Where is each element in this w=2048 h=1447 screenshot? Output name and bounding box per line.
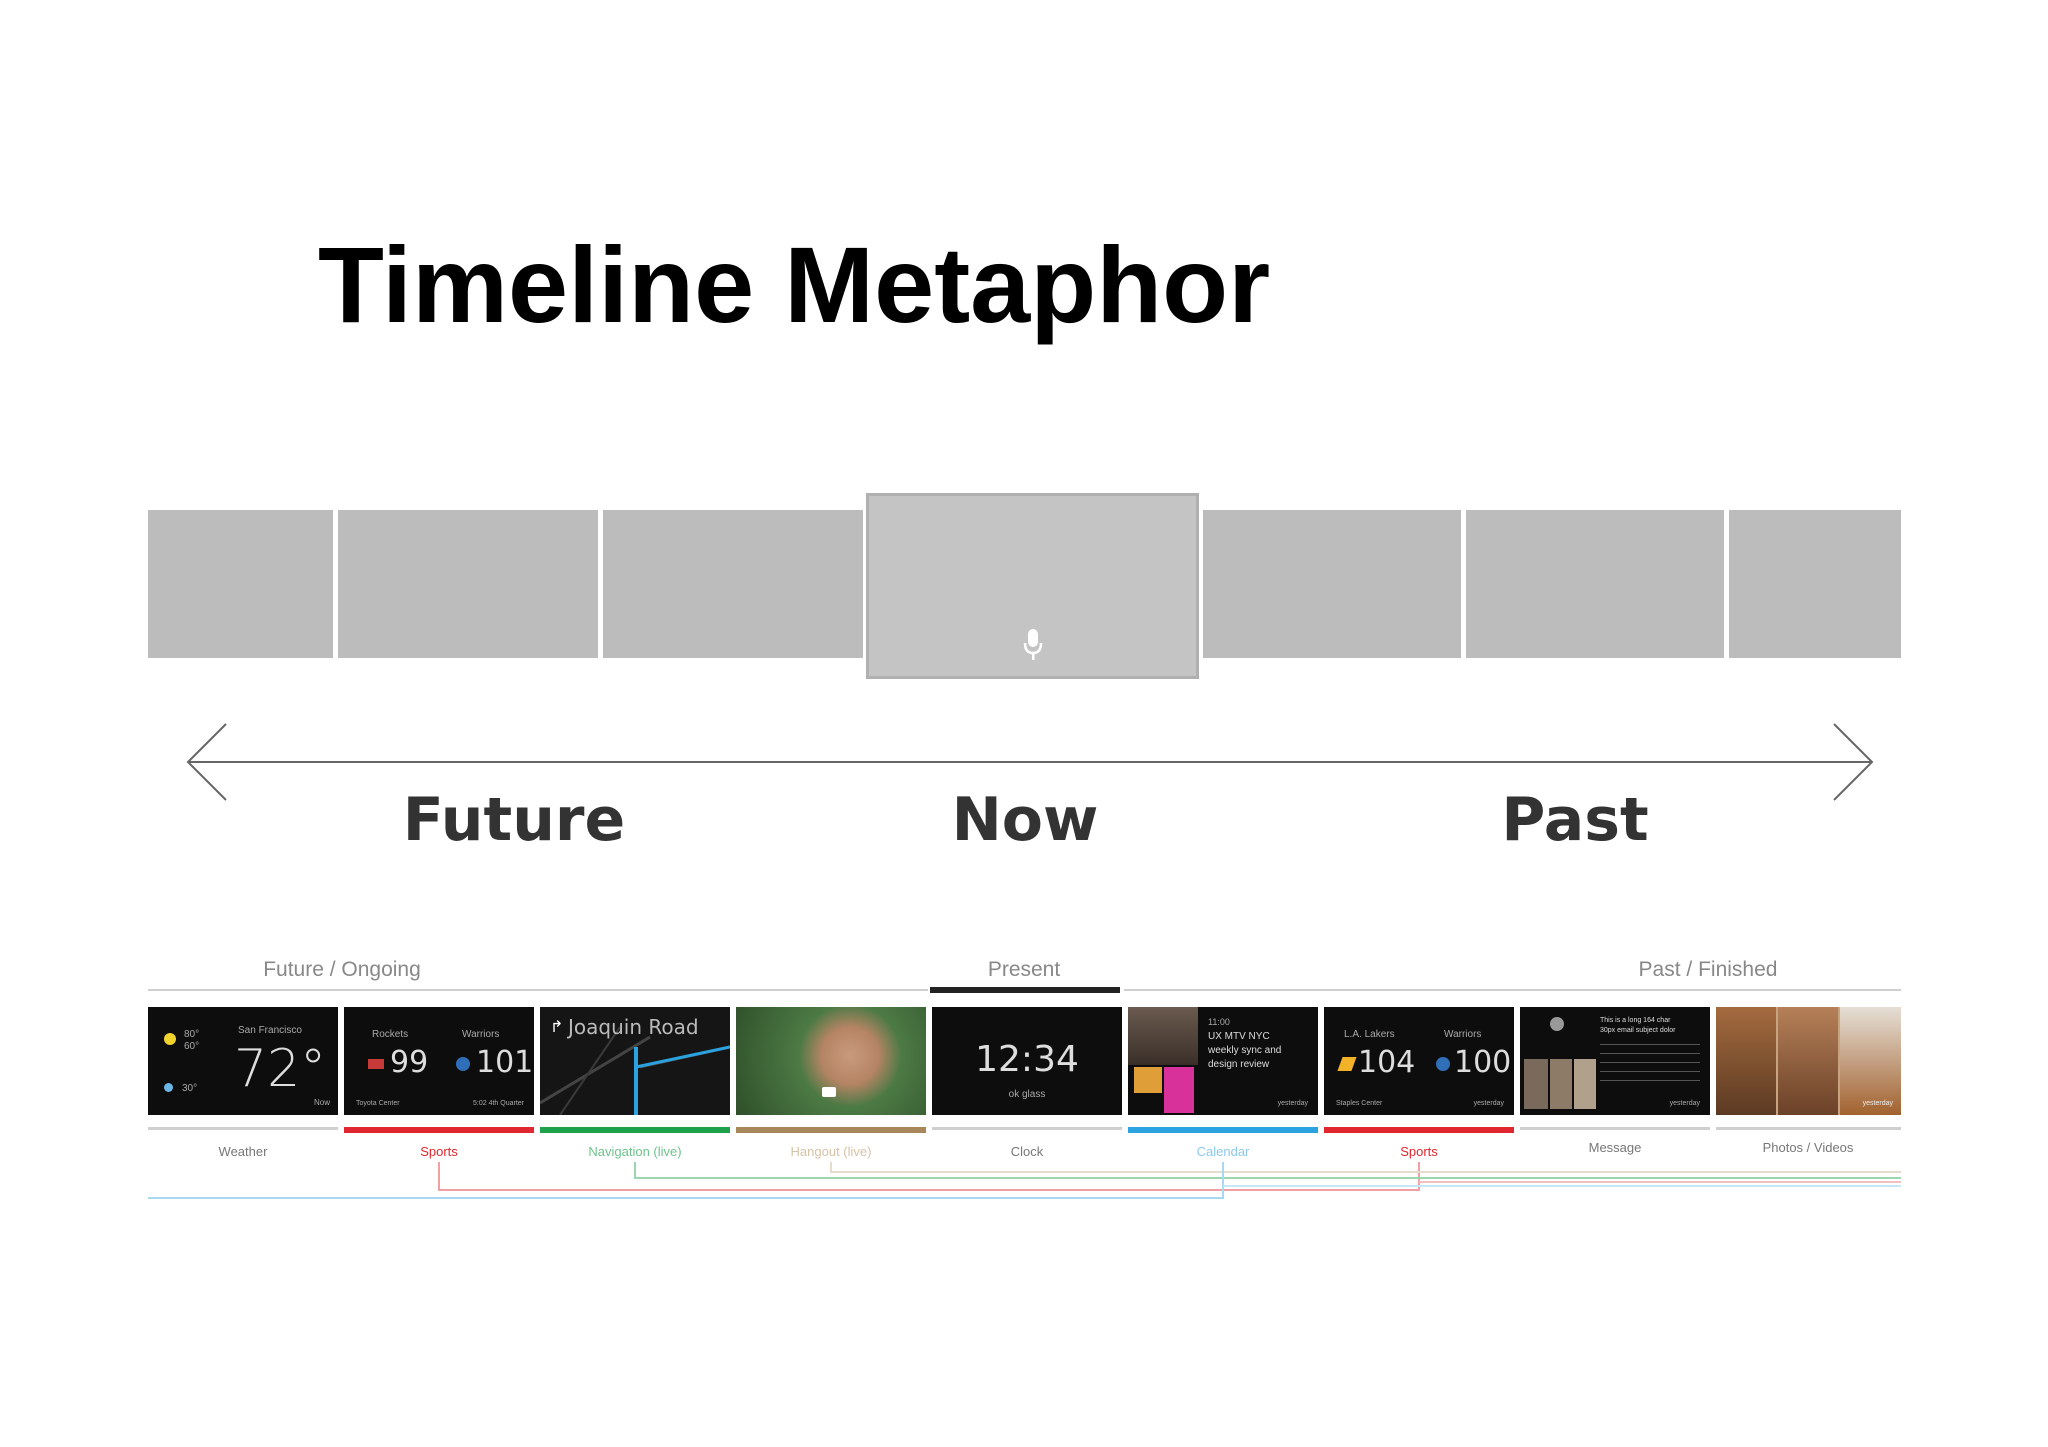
timeline-card[interactable] [338,510,598,658]
timeline-card[interactable] [603,510,863,658]
sports-card[interactable]: Rockets 99 Warriors 101 Toyota Center 5:… [344,1007,534,1115]
section-future-rule [148,989,928,991]
avatar-icon [1550,1017,1564,1031]
section-future-label: Future / Ongoing [263,958,421,981]
message-card[interactable]: This is a long 164 char 30px email subje… [1520,1007,1710,1115]
team-logo-icon [1436,1057,1450,1071]
section-past-label: Past / Finished [1638,958,1778,981]
microphone-icon [1023,629,1042,660]
caption-navigation: Navigation (live) [588,1144,682,1159]
clock-card[interactable]: 12:34 ok glass [932,1007,1122,1115]
photo-thumb [1778,1007,1838,1115]
hangout-card[interactable] [736,1007,926,1115]
turn-arrow-icon: ↱ [550,1019,564,1036]
photo-thumb [1524,1059,1548,1109]
weather-card[interactable]: 80° 60° 30° San Francisco 72° Now [148,1007,338,1115]
caption-sports: Sports [420,1144,458,1159]
avatar-icon [1134,1067,1162,1093]
map-graphic [540,1026,730,1115]
category-bar [1716,1127,1901,1130]
team-logo-icon [368,1059,384,1069]
snow-icon [164,1083,173,1092]
photo-thumb [1550,1059,1572,1109]
category-bar [148,1127,338,1130]
sun-icon [164,1033,176,1045]
video-frame [736,1007,926,1115]
navigation-card[interactable]: ↱ Joaquin Road [540,1007,730,1115]
chat-icon [822,1087,836,1097]
section-present-label: Present [987,958,1061,981]
team-logo-icon [456,1057,470,1071]
sports-card[interactable]: L.A. Lakers 104 Warriors 100 Staples Cen… [1324,1007,1514,1115]
caption-sports: Sports [1400,1144,1438,1159]
category-bar [1520,1127,1710,1130]
section-present-rule [930,987,1120,993]
timeline-card[interactable] [148,510,333,658]
caption-calendar: Calendar [1196,1144,1250,1159]
photos-card[interactable]: yesterday [1716,1007,1901,1115]
label-past: Past [1501,785,1649,855]
photo-thumb [1840,1007,1901,1115]
avatar-photo [1128,1007,1198,1065]
label-future: Future [402,785,626,855]
caption-hangout: Hangout (live) [790,1144,872,1159]
category-bar [1128,1127,1318,1133]
avatar-icon [1164,1067,1194,1113]
timeline-card[interactable] [1729,510,1901,658]
section-past-rule [1124,989,1901,991]
caption-photos: Photos / Videos [1762,1140,1854,1155]
label-now: Now [951,785,1099,855]
slide-title: Timeline Metaphor [318,224,1271,345]
caption-clock: Clock [1010,1144,1044,1159]
category-bar [540,1127,730,1133]
category-bar [344,1127,534,1133]
category-bar [736,1127,926,1133]
photo-thumb [1716,1007,1776,1115]
category-bar [1324,1127,1514,1133]
caption-message: Message [1588,1140,1642,1155]
calendar-card[interactable]: 11:00 UX MTV NYC weekly sync and design … [1128,1007,1318,1115]
caption-weather: Weather [218,1144,268,1159]
category-bar [932,1127,1122,1130]
photo-thumb [1574,1059,1596,1109]
timeline-card[interactable] [1203,510,1461,658]
timeline-card-now[interactable] [866,493,1199,679]
message-body [1600,1039,1700,1087]
timeline-card[interactable] [1466,510,1724,658]
